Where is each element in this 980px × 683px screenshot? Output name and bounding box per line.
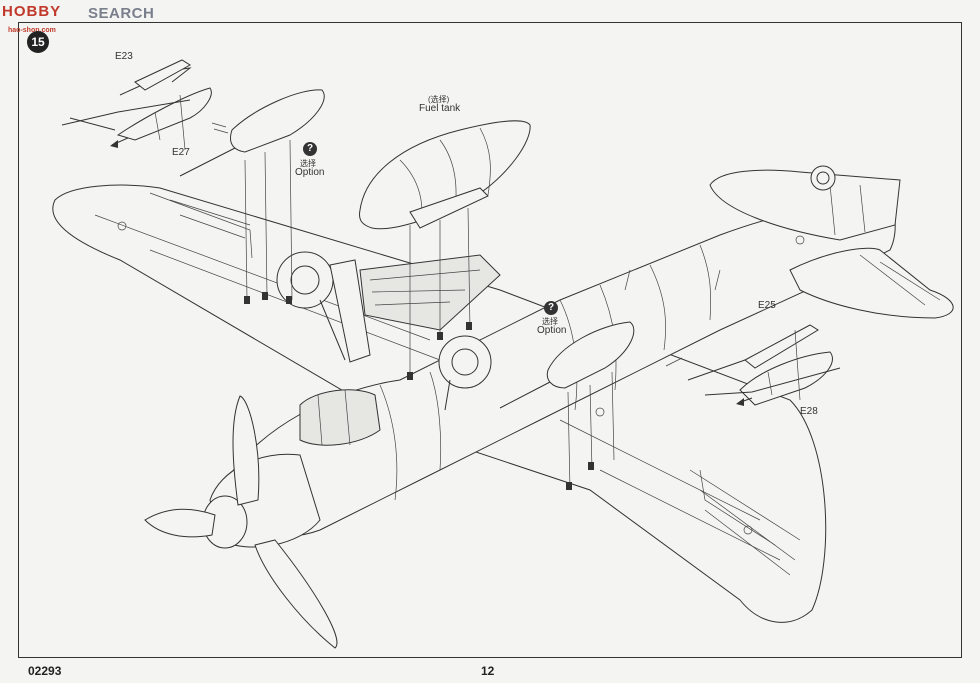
watermark-domain: hao-shop.com [8, 27, 56, 34]
canopy [299, 389, 381, 446]
callout-e23: E23 [115, 51, 133, 62]
callout-fuel-tank: Fuel tank [419, 103, 461, 114]
watermark-logo: HOBBY [2, 3, 62, 20]
fuel-tank-cn: (选择) [428, 95, 450, 104]
tail-wheel [810, 165, 836, 191]
propeller-blade-left [144, 508, 216, 538]
cannon-pod-left [230, 89, 325, 153]
option-2-cn: 选择 [542, 317, 558, 326]
cannon-pod-e23 [116, 87, 212, 141]
cannon-pod-e28 [739, 351, 833, 406]
propeller-blade-top [232, 395, 260, 506]
vertical-tail [709, 169, 901, 241]
option-1-label: Option [295, 167, 325, 178]
watermark-search: SEARCH [88, 5, 155, 22]
propeller-blade-bottom [254, 539, 338, 649]
option-icon-1: ? [303, 142, 317, 156]
option-icon-2: ? [544, 301, 558, 315]
main-wheel-right [438, 335, 492, 389]
main-wheel-left [276, 251, 334, 309]
page-number: 12 [481, 664, 495, 678]
callout-e25: E25 [758, 300, 776, 311]
option-2-label: Option [537, 325, 567, 336]
step-number-badge: 15 [27, 31, 49, 53]
page-frame [18, 22, 962, 658]
callout-e27: E27 [172, 147, 190, 158]
option-1-cn: 选择 [300, 159, 316, 168]
callout-e28: E28 [800, 406, 818, 417]
horizontal-stabilizer [789, 247, 954, 319]
fuel-tank [359, 120, 531, 230]
kit-number: 02293 [28, 664, 62, 678]
cannon-pod-right [546, 321, 635, 389]
